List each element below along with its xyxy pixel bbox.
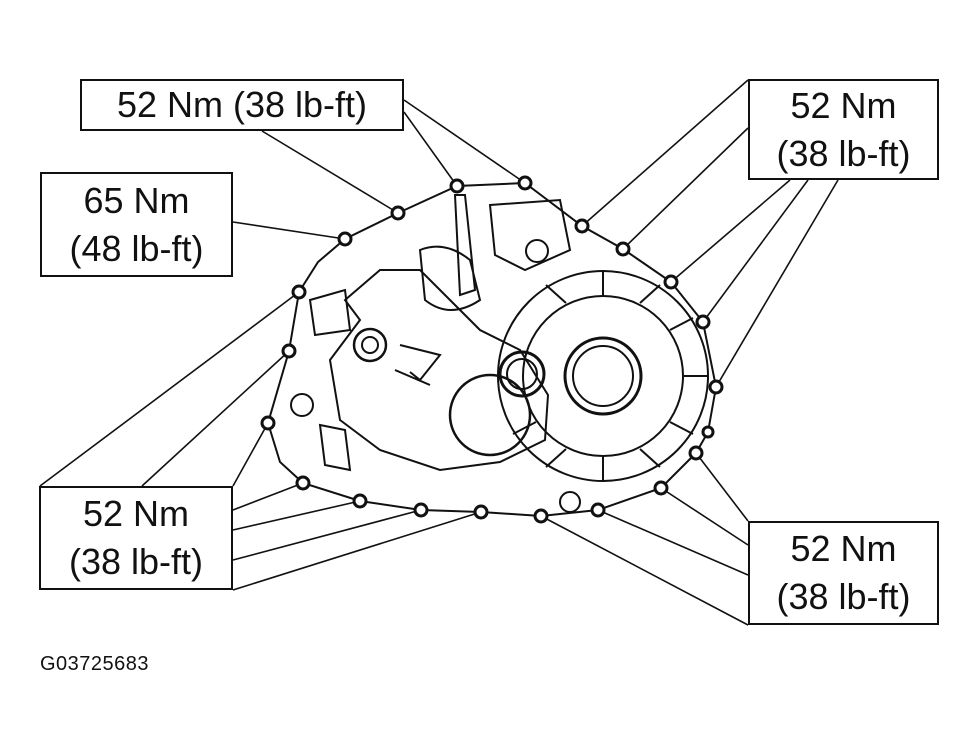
clutch-bell-inner (522, 295, 684, 457)
shift-boss (352, 327, 388, 363)
leader-line (232, 422, 269, 487)
leader-line (39, 291, 300, 487)
leader-line (622, 127, 749, 250)
torque-value: 65 Nm (83, 179, 190, 221)
shift-boss-inner (361, 336, 379, 354)
leader-line (232, 509, 422, 561)
bolt (663, 274, 679, 290)
torque-imperial: (48 lb-ft) (69, 227, 204, 269)
bolt (473, 504, 489, 520)
leader-line (232, 482, 304, 511)
bolts (260, 175, 724, 524)
leader-line (702, 179, 809, 323)
bolt (653, 480, 669, 496)
bolt (281, 343, 297, 359)
torque-callout-top-right: 52 Nm (38 lb-ft) (748, 79, 939, 180)
leader-line (581, 79, 749, 227)
leader-line (403, 111, 458, 187)
mount-boss-2 (525, 239, 549, 263)
output-boss (448, 373, 532, 457)
output-shaft (498, 350, 546, 398)
leader-line (261, 130, 399, 214)
bolt (352, 493, 368, 509)
leader-line (232, 221, 346, 240)
leader-line (232, 500, 361, 531)
torque-value: 52 Nm (116, 84, 223, 125)
bolt (615, 241, 631, 257)
bolt (533, 508, 549, 524)
torque-callout-left: 65 Nm (48 lb-ft) (40, 172, 233, 277)
transmission-housing (266, 181, 718, 518)
leader-line (403, 99, 526, 184)
housing-outline (266, 181, 718, 518)
leader-line (660, 487, 749, 546)
torque-value: 52 Nm (82, 493, 190, 534)
mount-boss (290, 393, 314, 417)
torque-value: 52 Nm (790, 84, 897, 126)
torque-imperial: (38 lb-ft) (232, 84, 368, 125)
torque-imperial: (38 lb-ft) (776, 576, 911, 617)
output-shaft-inner (506, 358, 538, 390)
bolt (413, 502, 429, 518)
bolt (449, 178, 465, 194)
shift-tower (418, 194, 572, 311)
figure-id: G03725683 (40, 653, 150, 675)
bolt (517, 175, 533, 191)
bolt (337, 231, 353, 247)
bolt (701, 425, 715, 439)
torque-imperial: (38 lb-ft) (776, 132, 911, 174)
bolt (291, 284, 307, 300)
torque-callout-bottom-left: 52 Nm (38 lb-ft) (39, 486, 233, 590)
leader-line (232, 511, 482, 591)
bolt (695, 314, 711, 330)
gearcase (328, 269, 550, 472)
bolt (260, 415, 276, 431)
input-bore (563, 336, 643, 416)
leader-line (540, 515, 749, 626)
side-detail (308, 288, 352, 472)
leader-lines (39, 79, 839, 626)
leader-line (695, 452, 749, 522)
bolt (688, 445, 704, 461)
leader-line (597, 509, 749, 576)
dowel (559, 491, 581, 513)
leader-line (715, 179, 839, 388)
input-bore-inner (572, 345, 634, 407)
torque-callout-bottom-right: 52 Nm (38 lb-ft) (748, 521, 939, 625)
bolt (708, 379, 724, 395)
bolt (295, 475, 311, 491)
leader-line (141, 350, 290, 487)
torque-imperial: (38 lb-ft) (68, 541, 204, 582)
lever-slot (394, 344, 442, 386)
bolt (390, 205, 406, 221)
bolt (590, 502, 606, 518)
bolt (574, 218, 590, 234)
clutch-bell (497, 270, 709, 482)
leader-line (670, 179, 791, 283)
ribs (512, 271, 708, 481)
torque-value: 52 Nm (790, 528, 897, 569)
torque-callout-top-left: 52 Nm (38 lb-ft) (80, 79, 404, 131)
